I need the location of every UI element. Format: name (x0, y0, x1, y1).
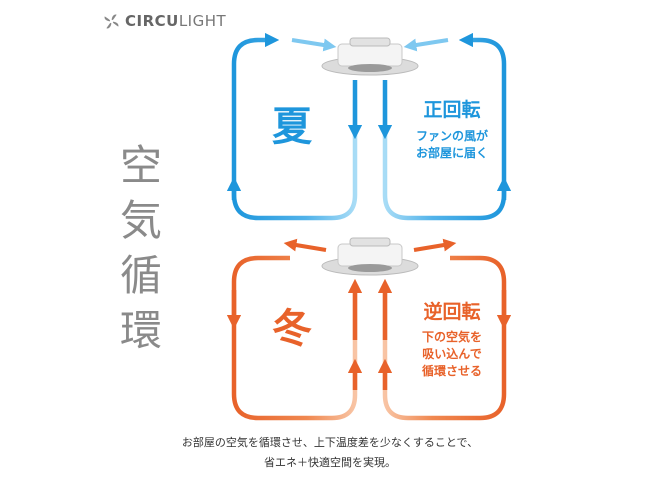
vertical-title-char: 循 (119, 251, 162, 300)
caption-line2: 省エネ＋快適空間を実現。 (264, 456, 396, 469)
summer-right-loop-arrow (382, 32, 507, 221)
summer-top-inflow-right (403, 38, 449, 52)
summer-desc-line1: ファンの風が (416, 128, 488, 143)
caption: お部屋の空気を循環させ、上下温度差を少なくすることで、 省エネ＋快適空間を実現。 (0, 433, 660, 473)
winter-top-outflow-right (413, 238, 457, 252)
winter-desc-line1: 下の空気を (422, 329, 482, 344)
winter-desc-line2: 吸い込んで (422, 346, 481, 361)
winter-left-loop-arrow (231, 255, 358, 421)
vertical-title: 空 気 循 環 (116, 138, 166, 358)
vertical-title-char: 環 (119, 306, 162, 355)
winter-airflow (226, 238, 512, 421)
summer-airflow (226, 32, 512, 221)
vertical-title-char: 気 (119, 196, 162, 245)
winter-right-loop-arrow (382, 255, 507, 421)
winter-ceiling-light (321, 237, 419, 276)
summer-desc-line2: お部屋に届く (416, 145, 488, 160)
summer-ceiling-light (321, 37, 419, 76)
summer-season-label: 夏 (272, 104, 313, 150)
winter-desc-line3: 循環させる (422, 363, 482, 378)
winter-season-label: 冬 (272, 306, 312, 352)
fan-blade-icon (104, 14, 119, 28)
summer-mode-label: 正回転 (423, 99, 480, 121)
summer-top-inflow-left (291, 38, 337, 52)
summer-left-loop-arrow (231, 32, 358, 221)
brand-name: CIRCULIGHT (125, 12, 227, 30)
winter-mode-label: 逆回転 (423, 300, 480, 323)
caption-line1: お部屋の空気を循環させ、上下温度差を少なくすることで、 (181, 436, 479, 449)
brand-logo: CIRCULIGHT (103, 12, 226, 30)
vertical-title-char: 空 (119, 141, 162, 190)
winter-top-outflow-left (283, 238, 327, 252)
